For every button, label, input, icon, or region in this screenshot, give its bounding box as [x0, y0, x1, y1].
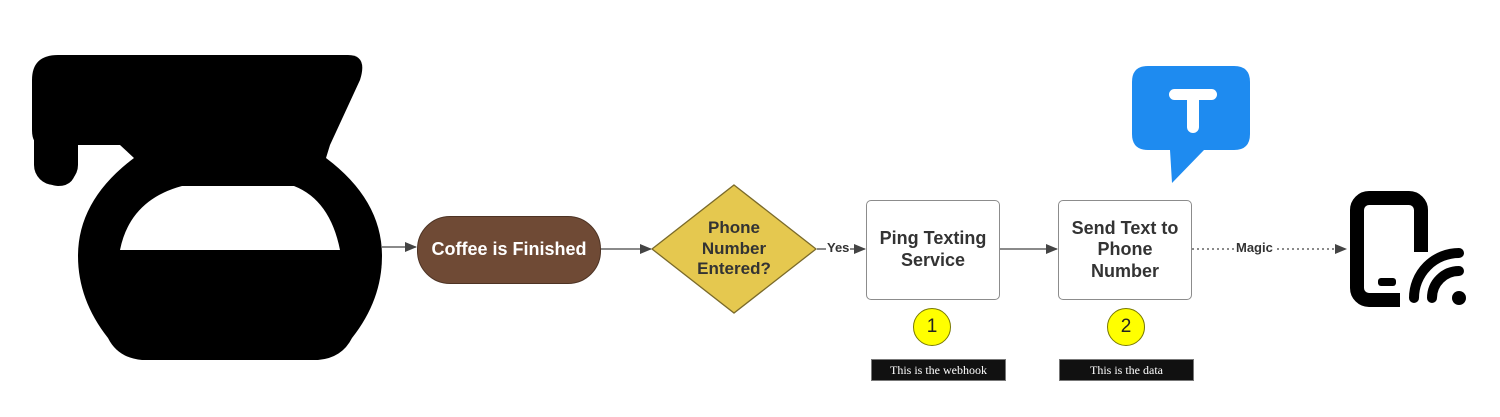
- data-caption: This is the data: [1059, 359, 1194, 381]
- start-node-label: Coffee is Finished: [431, 239, 587, 260]
- decision-diamond: [650, 184, 818, 314]
- decision-node-label: Phone Number Entered?: [697, 218, 771, 279]
- edge-label-magic: Magic: [1235, 240, 1274, 256]
- step-badge-1: 1: [913, 308, 951, 346]
- send-text-label: Send Text to Phone Number: [1071, 217, 1179, 281]
- smartphone-signal-icon: [1350, 191, 1470, 312]
- webhook-caption: This is the webhook: [871, 359, 1006, 381]
- start-node: Coffee is Finished: [417, 216, 601, 284]
- step-badge-1-number: 1: [926, 316, 938, 337]
- ping-service-label: Ping Texting Service: [879, 228, 987, 270]
- webhook-caption-text: This is the webhook: [890, 362, 987, 377]
- ping-service-node: Ping Texting Service: [866, 200, 1000, 300]
- step-badge-2-number: 2: [1120, 316, 1132, 337]
- edge-label-yes: Yes: [826, 240, 851, 256]
- step-badge-2: 2: [1107, 308, 1145, 346]
- data-caption-text: This is the data: [1090, 362, 1163, 377]
- send-text-node: Send Text to Phone Number: [1058, 200, 1192, 300]
- coffee-pot-icon: [32, 55, 382, 360]
- texting-app-logo-icon: [1132, 66, 1250, 183]
- decision-node: Phone Number Entered?: [680, 206, 788, 292]
